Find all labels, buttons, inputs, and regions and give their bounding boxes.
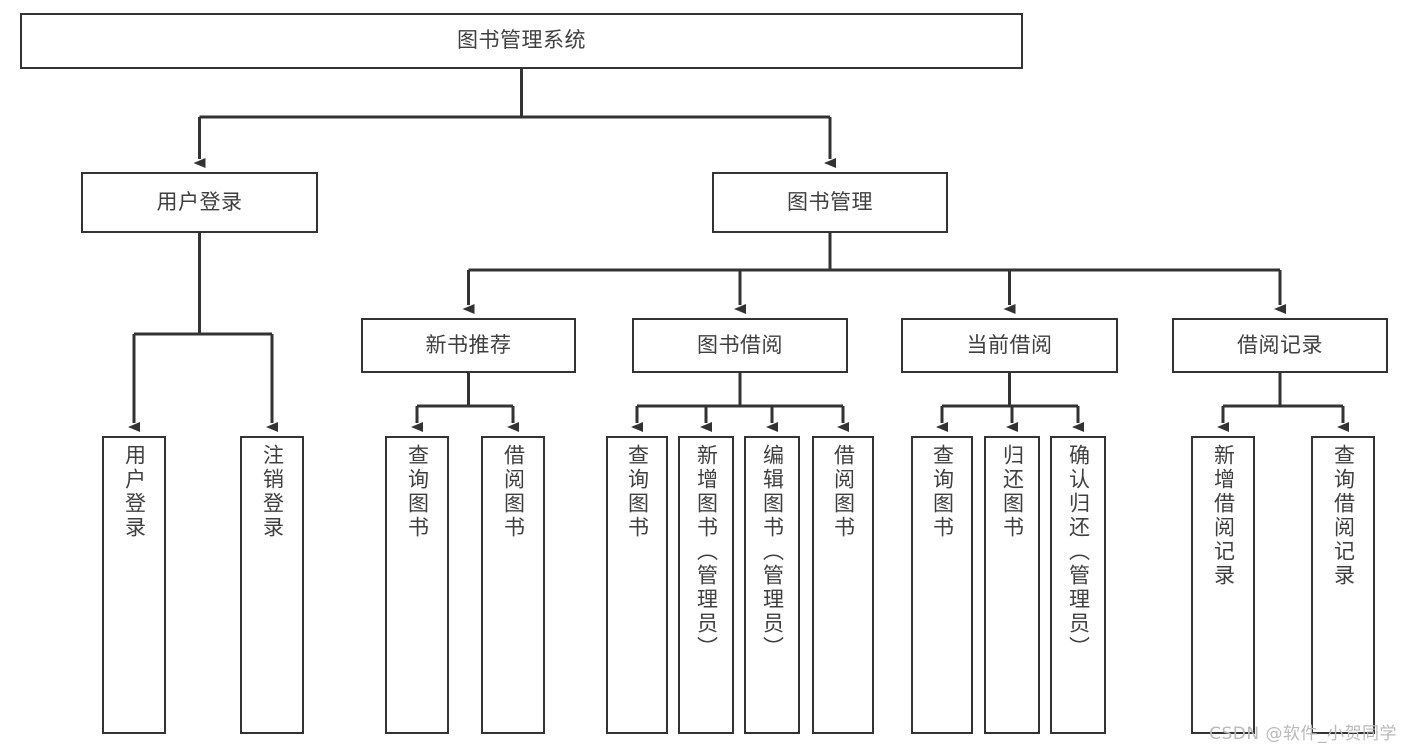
node-l-confirm[interactable]: 确认归还（管理员） [1050,436,1106,734]
node-records[interactable]: 借阅记录 [1172,318,1388,373]
node-l-add[interactable]: 新增图书（管理员） [678,436,734,734]
node-newbook[interactable]: 新书推荐 [361,318,576,373]
node-label: 借阅图书 [501,444,526,540]
node-label: 图书管理系统 [457,28,586,53]
node-login[interactable]: 用户登录 [81,172,318,233]
node-current[interactable]: 当前借阅 [901,318,1118,373]
node-label: 归还图书 [1000,444,1025,540]
node-label: 新书推荐 [425,332,512,357]
node-l-login[interactable]: 用户登录 [102,436,166,734]
node-label: 确认归还（管理员） [1066,444,1091,660]
node-bookmgmt[interactable]: 图书管理 [712,172,948,233]
node-label: 注销登录 [260,444,285,540]
node-l-queryrec[interactable]: 查询借阅记录 [1311,436,1375,734]
node-label: 查询图书 [625,444,650,540]
node-label: 查询图书 [405,444,430,540]
node-root[interactable]: 图书管理系统 [20,13,1023,69]
node-label: 新增借阅记录 [1211,444,1236,588]
node-l-logout[interactable]: 注销登录 [240,436,304,734]
node-l-query1[interactable]: 查询图书 [385,436,449,734]
node-label: 查询图书 [930,444,955,540]
node-label: 借阅记录 [1237,332,1323,357]
node-label: 用户登录 [156,189,243,214]
node-label: 查询借阅记录 [1331,444,1356,588]
node-l-edit[interactable]: 编辑图书（管理员） [744,436,800,734]
node-label: 用户登录 [122,444,147,540]
node-label: 借阅图书 [831,444,856,540]
node-l-borrow1[interactable]: 借阅图书 [481,436,545,734]
node-borrow[interactable]: 图书借阅 [632,318,848,373]
node-label: 图书管理 [787,189,873,214]
node-l-query3[interactable]: 查询图书 [911,436,973,734]
node-l-query2[interactable]: 查询图书 [606,436,668,734]
node-l-borrow2[interactable]: 借阅图书 [812,436,874,734]
watermark-text: CSDN @软件_小贺同学 [1209,724,1397,744]
node-label: 编辑图书（管理员） [760,444,785,660]
node-label: 新增图书（管理员） [694,444,719,660]
node-l-addrec[interactable]: 新增借阅记录 [1191,436,1255,734]
node-label: 当前借阅 [966,332,1053,357]
node-l-return[interactable]: 归还图书 [984,436,1040,734]
node-label: 图书借阅 [697,332,783,357]
